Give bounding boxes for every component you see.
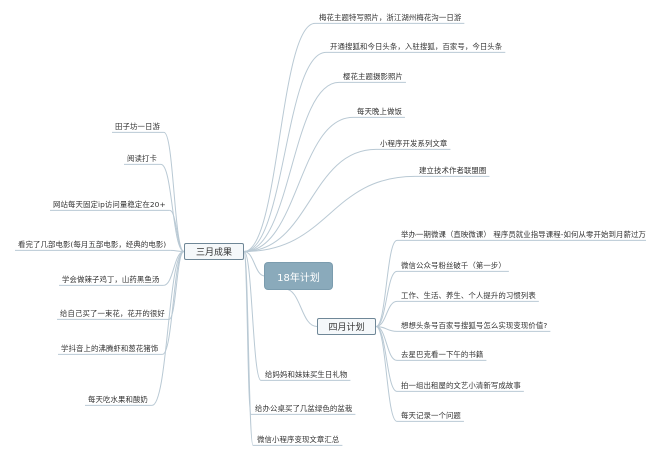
topic-march-3[interactable]: 樱花主题摄影照片: [343, 72, 403, 81]
topic-april-7[interactable]: 每天记录一个问题: [401, 411, 461, 420]
link-march-14: [151, 251, 185, 406]
topic-march-5[interactable]: 小程序开发系列文章: [380, 139, 448, 148]
link-march-17: [243, 251, 254, 446]
topic-april-4[interactable]: 想想头条号百家号搜狐号怎么实现变现价值?: [401, 321, 548, 330]
topic-april-6[interactable]: 拍一组出租屋的文艺小清新写成故事: [401, 381, 521, 390]
topic-march-9[interactable]: 网站每天固定ip访问量稳定在20+: [53, 200, 166, 209]
topic-april-3[interactable]: 工作、生活、养生、个人提升的习惯列表: [401, 291, 536, 300]
link-march-4: [243, 116, 354, 252]
link-april-7: [375, 326, 398, 422]
link-march-1: [243, 22, 316, 252]
topic-march-8[interactable]: 阅读打卡: [127, 154, 157, 163]
link-march-5: [243, 148, 377, 252]
topic-april-2[interactable]: 微信公众号粉丝破千（第一步）: [401, 261, 506, 270]
topic-march-15[interactable]: 给妈妈和妹妹买生日礼物: [265, 370, 348, 379]
topic-april-1[interactable]: 举办一期微课（直映微课） 程序员就业指导课程-如何从零开始到月薪过万: [401, 230, 646, 239]
link-march-3: [243, 81, 340, 252]
link-center-march: [243, 251, 266, 277]
link-march-7: [163, 131, 185, 252]
link-center-april: [284, 288, 318, 327]
link-march-2: [243, 51, 327, 252]
topic-march-10[interactable]: 看完了几部电影(每月五部电影，经典的电影): [18, 240, 167, 249]
topic-april-5[interactable]: 去星巴克看一下午的书籍: [401, 350, 484, 359]
link-april-3: [375, 300, 398, 327]
topic-march-6[interactable]: 建立技术作者联盟圈: [419, 166, 487, 175]
topic-march-16[interactable]: 给办公桌买了几盆绿色的盆栽: [255, 404, 353, 413]
branch-april-plan[interactable]: 四月计划: [317, 318, 376, 335]
link-march-15: [243, 251, 262, 381]
topic-march-14[interactable]: 每天吃水果和酸奶: [88, 395, 148, 404]
topic-march-2[interactable]: 开通搜狐和今日头条，入驻搜狐，百家号，今日头条: [330, 42, 503, 51]
link-april-2: [375, 270, 398, 327]
link-march-9: [169, 209, 185, 252]
link-march-6: [243, 175, 416, 252]
link-april-1: [375, 239, 398, 327]
topic-march-7[interactable]: 田子坊一日游: [115, 122, 160, 131]
topic-march-1[interactable]: 梅花主题特写照片，浙江湖州梅花沟一日游: [319, 13, 462, 22]
link-march-13: [161, 251, 185, 355]
topic-march-12[interactable]: 给自己买了一束花，花开的很好: [60, 309, 165, 318]
branch-march-results[interactable]: 三月成果: [184, 243, 244, 260]
topic-march-4[interactable]: 每天晚上做饭: [357, 107, 402, 116]
topic-march-17[interactable]: 微信小程序变现文章汇总: [257, 435, 340, 444]
topic-march-11[interactable]: 学会做辣子鸡丁，山药黑鱼汤: [62, 275, 160, 284]
topic-march-13[interactable]: 学抖音上的沸腾虾和葱花猪饰: [61, 344, 159, 353]
link-march-12: [168, 251, 185, 320]
central-topic[interactable]: 18年计划: [265, 263, 332, 289]
